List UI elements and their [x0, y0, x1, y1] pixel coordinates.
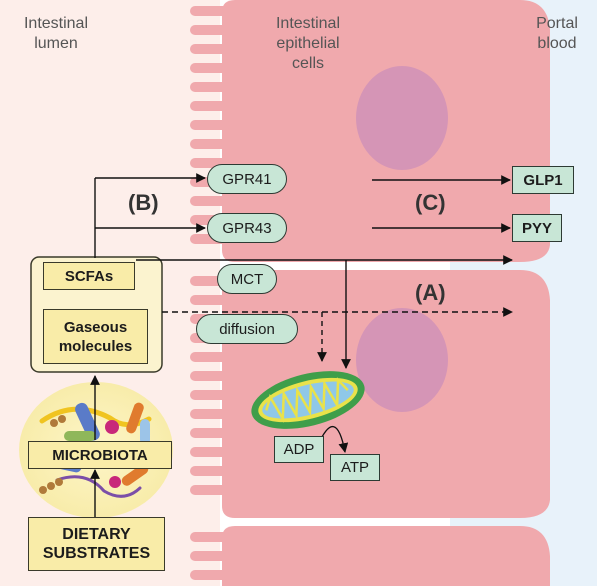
- microvillus: [190, 6, 230, 16]
- pathway-label-c: (C): [415, 190, 446, 215]
- microvillus: [190, 44, 230, 54]
- nucleus-middle: [356, 308, 448, 412]
- region-title-epithelium: Intestinal epithelial cells: [258, 14, 358, 74]
- microvillus: [190, 532, 230, 542]
- glp1-box: GLP1: [512, 166, 574, 194]
- region-title-epithelium-line-2: epithelial: [276, 35, 340, 52]
- microvillus: [190, 428, 230, 438]
- region-title-blood: Portal blood: [515, 14, 597, 54]
- microvillus: [190, 466, 230, 476]
- microvillus: [190, 101, 230, 111]
- diffusion-label: diffusion: [196, 314, 298, 344]
- gaseous-molecules-line-2: molecules: [58, 337, 133, 355]
- microvillus: [190, 295, 230, 305]
- microvillus: [190, 352, 230, 362]
- microvillus: [190, 25, 230, 35]
- pathway-label-a: (A): [415, 280, 446, 305]
- microvillus: [190, 570, 230, 580]
- microvillus: [190, 371, 230, 381]
- microvillus: [190, 447, 230, 457]
- microvillus: [190, 82, 230, 92]
- dietary-substrates-line-2: SUBSTRATES: [42, 545, 151, 562]
- microvillus: [190, 390, 230, 400]
- gaseous-molecules-line-1: Gaseous: [63, 318, 128, 336]
- region-title-lumen-line-1: Intestinal: [23, 15, 89, 32]
- region-title-lumen: Intestinal lumen: [0, 14, 112, 54]
- epithelial-cell-bottom: [222, 526, 550, 586]
- dietary-substrates-box: DIETARY SUBSTRATES: [28, 517, 165, 571]
- microbiota-box: MICROBIOTA: [28, 441, 172, 469]
- mct-transporter: MCT: [217, 264, 277, 294]
- region-title-lumen-line-2: lumen: [34, 35, 78, 52]
- microvillus: [190, 551, 230, 561]
- scfas-box: SCFAs: [43, 262, 135, 290]
- microvillus: [190, 120, 230, 130]
- microvillus: [190, 139, 230, 149]
- microvillus: [190, 63, 230, 73]
- gpr43-receptor: GPR43: [207, 213, 287, 243]
- gpr41-receptor: GPR41: [207, 164, 287, 194]
- nucleus-top: [356, 66, 448, 170]
- mitochondrion: [251, 371, 365, 429]
- pathway-lines: [90, 173, 513, 520]
- atp-box: ATP: [330, 454, 380, 481]
- microvillus: [190, 409, 230, 419]
- region-title-blood-line-2: blood: [537, 35, 577, 52]
- pyy-box: PYY: [512, 214, 562, 242]
- microvillus: [190, 196, 230, 206]
- gaseous-molecules-box: Gaseous molecules: [43, 309, 148, 364]
- adp-box: ADP: [274, 436, 324, 463]
- dietary-substrates-line-1: DIETARY: [62, 526, 131, 543]
- region-title-epithelium-line-1: Intestinal: [275, 15, 341, 32]
- region-title-blood-line-1: Portal: [536, 15, 578, 32]
- region-title-epithelium-line-3: cells: [291, 55, 324, 72]
- microvillus: [190, 485, 230, 495]
- pathway-label-b: (B): [128, 190, 159, 215]
